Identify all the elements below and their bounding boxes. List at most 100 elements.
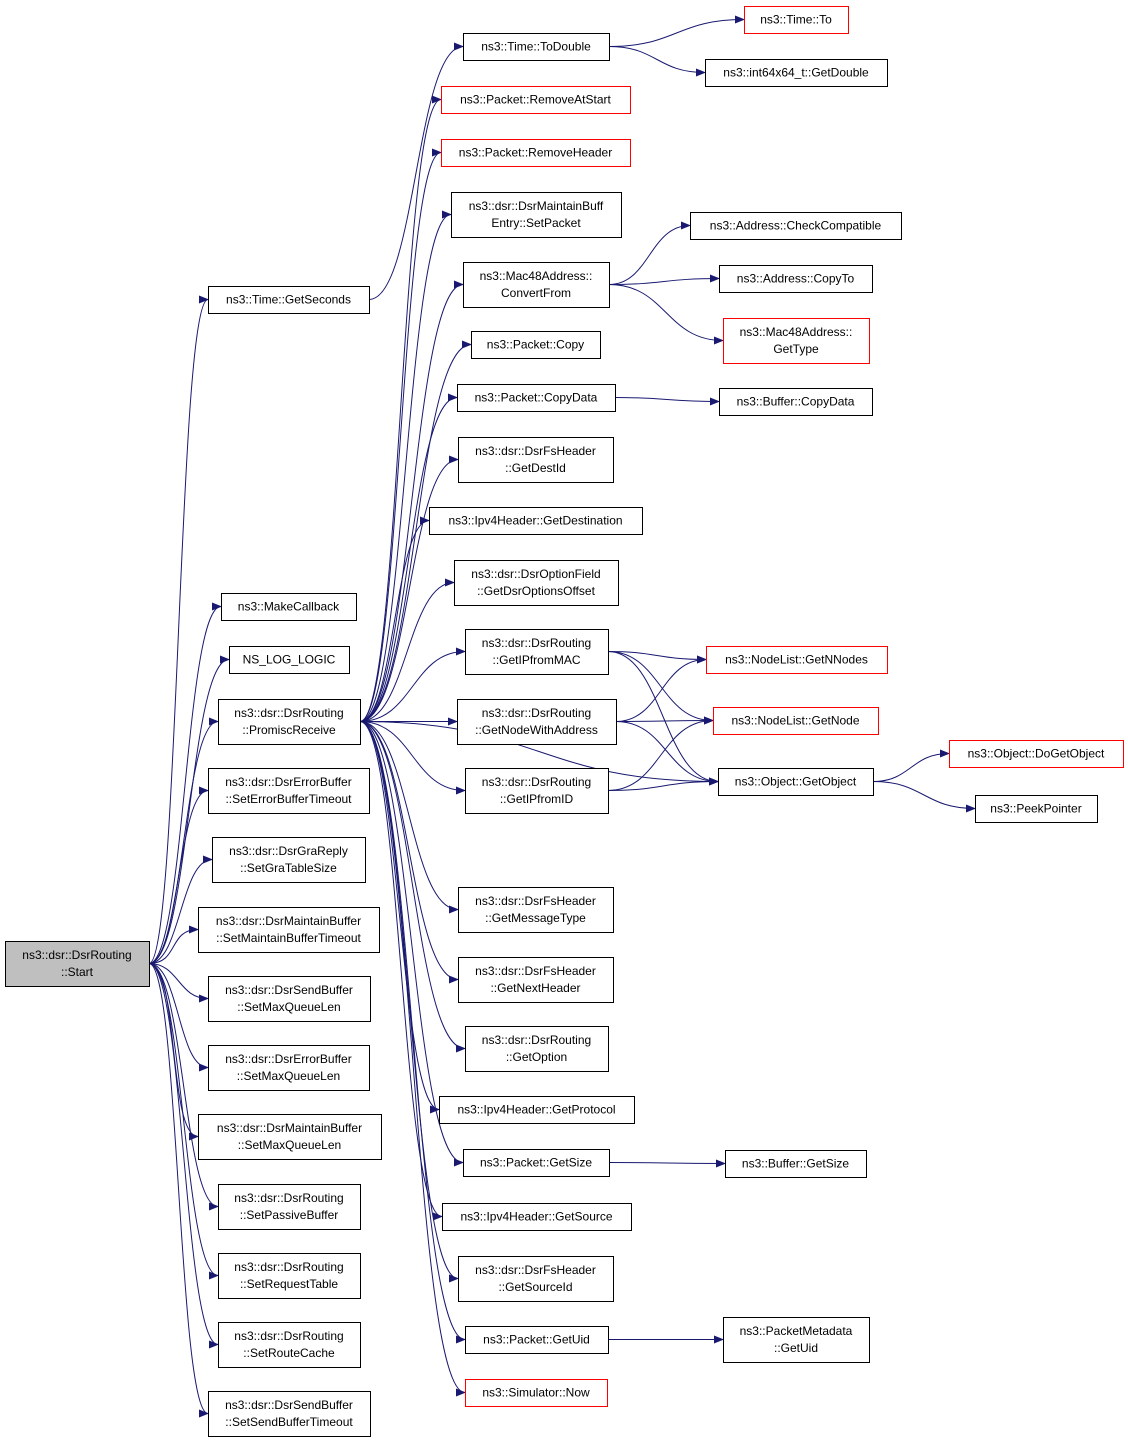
node-box xyxy=(208,976,371,1022)
node-object-getobject[interactable]: ns3::Object::GetObject xyxy=(718,768,874,796)
node-nodelist-getnode[interactable]: ns3::NodeList::GetNode xyxy=(713,707,879,735)
node-makecallback[interactable]: ns3::MakeCallback xyxy=(221,593,357,621)
node-box xyxy=(229,646,350,674)
node-box xyxy=(713,707,879,735)
node-setsendbuffertimeout[interactable]: ns3::dsr::DsrSendBuffer::SetSendBufferTi… xyxy=(208,1391,371,1437)
node-getnodewithaddress[interactable]: ns3::dsr::DsrRouting::GetNodeWithAddress xyxy=(457,699,617,745)
node-int64-getdouble[interactable]: ns3::int64x64_t::GetDouble xyxy=(705,59,888,87)
node-sendbuffer-setmaxqueuelen[interactable]: ns3::dsr::DsrSendBuffer::SetMaxQueueLen xyxy=(208,976,371,1022)
node-label: ns3::PeekPointer xyxy=(990,802,1081,816)
node-packet-copy[interactable]: ns3::Packet::Copy xyxy=(471,331,601,359)
node-fsheader-getmessagetype[interactable]: ns3::dsr::DsrFsHeader::GetMessageType xyxy=(458,887,614,933)
node-peekpointer[interactable]: ns3::PeekPointer xyxy=(975,795,1098,823)
edge-promiscreceive-to-packet_getuid xyxy=(359,721,466,1344)
node-buffer-getsize[interactable]: ns3::Buffer::GetSize xyxy=(725,1150,867,1178)
node-box xyxy=(723,318,870,364)
node-packet-removeatstart[interactable]: ns3::Packet::RemoveAtStart xyxy=(441,86,631,114)
node-box xyxy=(218,1184,361,1230)
node-getoption[interactable]: ns3::dsr::DsrRouting::GetOption xyxy=(465,1026,609,1072)
node-maintainbuffer-setmaxqueuelen[interactable]: ns3::dsr::DsrMaintainBuffer::SetMaxQueue… xyxy=(198,1114,382,1160)
node-label: ns3::dsr::DsrRouting xyxy=(234,1260,343,1274)
node-setmaintainbuffertimeout[interactable]: ns3::dsr::DsrMaintainBuffer::SetMaintain… xyxy=(198,907,380,953)
edge-start-to-makecallback xyxy=(148,602,222,964)
node-box xyxy=(198,1114,382,1160)
node-layer: ns3::dsr::DsrRouting::Start ns3::Time::Ge… xyxy=(5,6,1124,1437)
node-box xyxy=(463,262,610,308)
node-box xyxy=(725,1150,867,1178)
node-box xyxy=(198,907,380,953)
node-getipfromid[interactable]: ns3::dsr::DsrRouting::GetIPfromID xyxy=(465,768,609,814)
node-packet-copydata[interactable]: ns3::Packet::CopyData xyxy=(457,384,616,412)
node-ipv4-getdestination[interactable]: ns3::Ipv4Header::GetDestination xyxy=(429,507,643,535)
node-setroutecache[interactable]: ns3::dsr::DsrRouting::SetRouteCache xyxy=(218,1322,361,1368)
node-label: ns3::Object::GetObject xyxy=(735,775,857,789)
node-label: ns3::dsr::DsrRouting xyxy=(482,706,591,720)
edge-time_todouble-to-int64_getdouble xyxy=(608,46,706,77)
node-getipfrommac[interactable]: ns3::dsr::DsrRouting::GetIPfromMAC xyxy=(465,629,609,675)
node-label: ::GetDsrOptionsOffset xyxy=(477,584,595,598)
node-packetmetadata-getuid[interactable]: ns3::PacketMetadata::GetUid xyxy=(723,1317,870,1363)
node-fsheader-getdestid[interactable]: ns3::dsr::DsrFsHeader::GetDestId xyxy=(458,437,614,483)
edge-getipfromid-to-object_getobject xyxy=(607,777,719,791)
edge-promiscreceive-to-maintainbuffentry_setpacket xyxy=(359,210,452,722)
node-label: ns3::Time::GetSeconds xyxy=(226,293,351,307)
node-label: ::SetMaintainBufferTimeout xyxy=(216,931,361,945)
node-label: ns3::Packet::RemoveHeader xyxy=(459,146,612,160)
node-packet-removeheader[interactable]: ns3::Packet::RemoveHeader xyxy=(441,139,631,167)
node-label: ::SetMaxQueueLen xyxy=(237,1069,340,1083)
node-box xyxy=(458,437,614,483)
node-mac48-gettype[interactable]: ns3::Mac48Address::GetType xyxy=(723,318,870,364)
node-label: ::SetRequestTable xyxy=(240,1277,338,1291)
node-address-checkcompatible[interactable]: ns3::Address::CheckCompatible xyxy=(690,212,902,240)
node-ns-log-logic[interactable]: NS_LOG_LOGIC xyxy=(229,646,350,674)
node-label: ns3::Ipv4Header::GetDestination xyxy=(448,514,622,528)
node-setrequesttable[interactable]: ns3::dsr::DsrRouting::SetRequestTable xyxy=(218,1253,361,1299)
node-box xyxy=(212,837,366,883)
node-optionfield-getdsroptionsoffset[interactable]: ns3::dsr::DsrOptionField::GetDsrOptionsO… xyxy=(454,560,619,606)
node-label: ns3::dsr::DsrRouting xyxy=(234,706,343,720)
node-box xyxy=(705,59,888,87)
node-seterrorbuffertimeout[interactable]: ns3::dsr::DsrErrorBuffer::SetErrorBuffer… xyxy=(208,768,370,814)
edge-promiscreceive-to-getipfromid xyxy=(359,721,466,795)
node-maintainbuffentry-setpacket[interactable]: ns3::dsr::DsrMaintainBuffEntry::SetPacke… xyxy=(451,192,622,238)
node-object-dogetobject[interactable]: ns3::Object::DoGetObject xyxy=(949,740,1124,768)
node-label: ns3::dsr::DsrGraReply xyxy=(229,844,348,858)
node-box xyxy=(690,212,902,240)
node-time-to[interactable]: ns3::Time::To xyxy=(744,6,849,34)
node-simulator-now[interactable]: ns3::Simulator::Now xyxy=(465,1379,608,1407)
node-label: ns3::Simulator::Now xyxy=(482,1386,590,1400)
node-label: ns3::dsr::DsrRouting xyxy=(234,1329,343,1343)
node-time-getseconds[interactable]: ns3::Time::GetSeconds xyxy=(208,286,370,314)
node-label: ::GetIPfromMAC xyxy=(492,653,580,667)
node-label: ns3::dsr::DsrSendBuffer xyxy=(225,1398,353,1412)
node-box xyxy=(463,1149,610,1177)
node-fsheader-getnextheader[interactable]: ns3::dsr::DsrFsHeader::GetNextHeader xyxy=(458,957,614,1003)
node-promiscreceive[interactable]: ns3::dsr::DsrRouting::PromiscReceive xyxy=(218,699,361,745)
edge-packet_getsize-to-buffer_getsize xyxy=(608,1159,726,1168)
node-label: ns3::dsr::DsrRouting xyxy=(234,1191,343,1205)
node-label: ns3::PacketMetadata xyxy=(740,1324,853,1338)
node-box xyxy=(723,1317,870,1363)
node-mac48-convertfrom[interactable]: ns3::Mac48Address::ConvertFrom xyxy=(463,262,610,308)
node-box xyxy=(442,1203,632,1231)
node-packet-getuid[interactable]: ns3::Packet::GetUid xyxy=(465,1326,609,1354)
node-buffer-copydata[interactable]: ns3::Buffer::CopyData xyxy=(719,388,873,416)
edge-layer xyxy=(148,15,976,1418)
node-setpassivebuffer[interactable]: ns3::dsr::DsrRouting::SetPassiveBuffer xyxy=(218,1184,361,1230)
edge-time_todouble-to-time_to xyxy=(608,15,745,47)
node-box xyxy=(458,957,614,1003)
node-label: ::SetPassiveBuffer xyxy=(240,1208,339,1222)
node-errorbuffer-setmaxqueuelen[interactable]: ns3::dsr::DsrErrorBuffer::SetMaxQueueLen xyxy=(208,1045,370,1091)
node-label: ns3::dsr::DsrOptionField xyxy=(471,567,600,581)
node-start[interactable]: ns3::dsr::DsrRouting::Start xyxy=(5,941,150,987)
node-ipv4-getsource[interactable]: ns3::Ipv4Header::GetSource xyxy=(442,1203,632,1231)
node-box xyxy=(465,1379,608,1407)
node-packet-getsize[interactable]: ns3::Packet::GetSize xyxy=(463,1149,610,1177)
node-address-copyto[interactable]: ns3::Address::CopyTo xyxy=(719,265,873,293)
node-time-todouble[interactable]: ns3::Time::ToDouble xyxy=(463,33,610,61)
node-label: ns3::Address::CopyTo xyxy=(737,272,855,286)
node-fsheader-getsourceid[interactable]: ns3::dsr::DsrFsHeader::GetSourceId xyxy=(458,1256,614,1302)
node-nodelist-getnnodes[interactable]: ns3::NodeList::GetNNodes xyxy=(706,646,888,674)
node-ipv4-getprotocol[interactable]: ns3::Ipv4Header::GetProtocol xyxy=(439,1096,635,1124)
node-setgratablesize[interactable]: ns3::dsr::DsrGraReply::SetGraTableSize xyxy=(212,837,366,883)
